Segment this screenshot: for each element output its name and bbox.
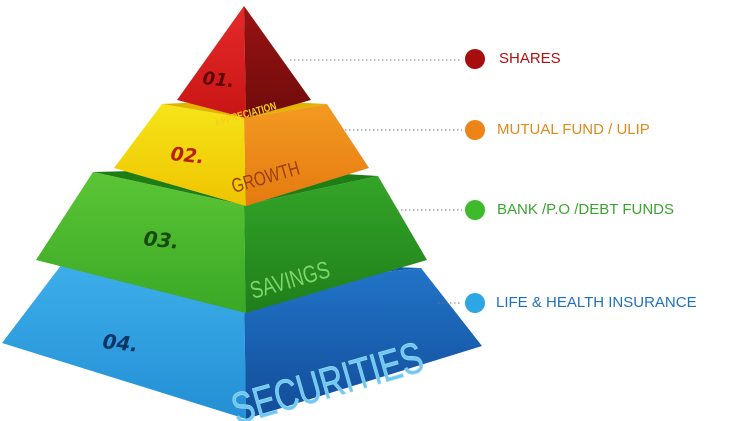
legend-dot-1 — [465, 49, 485, 69]
tier-2-right-face — [244, 104, 369, 206]
tier-1-number: 01. — [201, 68, 235, 92]
tier-3-left-face — [36, 172, 246, 313]
tier-4-right-face — [244, 268, 482, 419]
legend-dot-3 — [465, 200, 485, 220]
tier-1-left-face — [177, 6, 246, 118]
legend-dot-2 — [465, 120, 485, 140]
tier-1-right-face — [244, 6, 311, 118]
legend-label-shares: SHARES — [499, 50, 561, 67]
legend-label-bank-po-debt: BANK /P.O /DEBT FUNDS — [497, 201, 674, 218]
tier-4-left-face — [2, 264, 246, 419]
tier-4-number: 04. — [101, 329, 139, 357]
tier-1: 01. APPRECIATION — [177, 6, 311, 130]
tier-2-number: 02. — [169, 143, 205, 168]
tier-3-right-face — [244, 176, 427, 313]
legend-label-insurance: LIFE & HEALTH INSURANCE — [496, 294, 697, 311]
legend-label-mutual-fund: MUTUAL FUND / ULIP — [497, 121, 650, 138]
tier-3-number: 03. — [142, 226, 180, 254]
tier-2-left-face — [114, 104, 246, 206]
legend-dot-4 — [465, 293, 485, 313]
